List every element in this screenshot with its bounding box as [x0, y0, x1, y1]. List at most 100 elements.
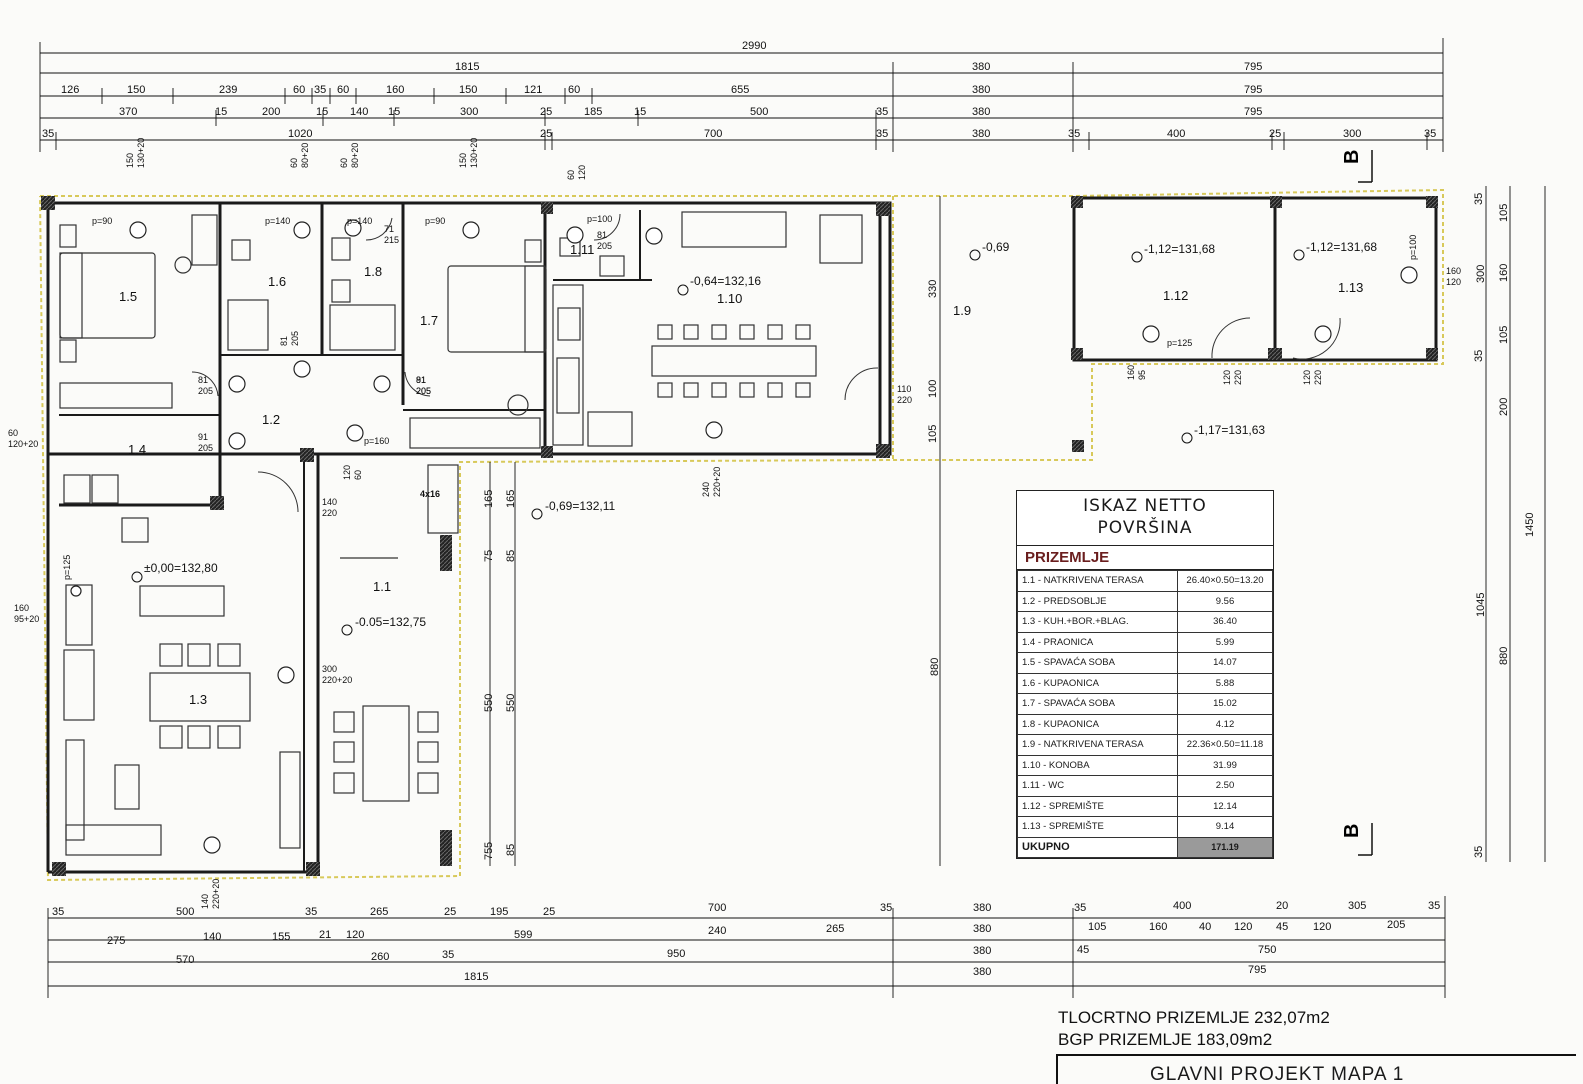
area-row-value: 5.88	[1177, 672, 1273, 694]
dim-label: 795	[1244, 84, 1262, 96]
dim-label: 200	[1498, 398, 1510, 416]
dim-label: 105	[1498, 326, 1510, 344]
bottom-dimensions	[47, 896, 1446, 998]
dim-label: 950	[667, 948, 685, 960]
area-row-name: 1.12 - SPREMIŠTE	[1017, 795, 1178, 817]
interior-dimension-labels: 330 100 105 880 165 165 75 85 550 550 5 …	[483, 193, 1536, 860]
dim-label: 160	[386, 84, 404, 96]
area-table-title-line2: POVRŠINA	[1097, 518, 1193, 538]
area-row-name: 1.7 - SPAVAĆA SOBA	[1017, 693, 1178, 715]
door-spec-line: 81	[597, 230, 607, 240]
window-label: p=140	[265, 216, 290, 226]
room-label: 1.2	[262, 412, 280, 427]
dim-label: 260	[371, 951, 389, 963]
dim-label: 160	[1498, 264, 1510, 282]
dim-label: 35	[1473, 193, 1485, 205]
door-spec-line: 120+20	[8, 439, 38, 449]
area-row-name: 1.2 - PREDSOBLJE	[1017, 590, 1178, 612]
door-spec-line: 205	[198, 386, 213, 396]
dim-label: 35	[876, 128, 888, 140]
door-spec-line: 130+20	[469, 138, 479, 168]
room-label: 1.8	[364, 264, 382, 279]
dim-label: 380	[972, 61, 990, 73]
dim-label: 35	[1424, 128, 1436, 140]
window-markers	[70, 219, 1418, 854]
area-table-title: ISKAZ NETTO POVRŠINA	[1017, 491, 1273, 546]
door-spec-line: 120	[1222, 370, 1232, 385]
dim-label: 300	[1343, 128, 1361, 140]
area-row-value: 12.14	[1177, 795, 1273, 817]
area-row-value: 14.07	[1177, 652, 1273, 674]
door-spec-line: 81	[416, 375, 426, 385]
dim-label: 275	[107, 935, 125, 947]
level-markers: ±0,00=132,80 -0.05=132,75 -0,64=132,16 -…	[131, 240, 1377, 636]
area-row-value: 26.40×0.50=13.20	[1177, 570, 1273, 592]
dim-label: 1450	[1524, 513, 1536, 537]
dim-label: 75	[483, 848, 495, 860]
dim-label: 880	[929, 658, 941, 676]
dim-label: 25	[540, 106, 552, 118]
dim-label: 160	[1149, 921, 1167, 933]
door-spec-line: 205	[597, 241, 612, 251]
area-row-value: 36.40	[1177, 611, 1273, 633]
dim-label: 140	[203, 931, 221, 943]
dim-label: 60	[337, 84, 349, 96]
door-spec-line: 80+20	[350, 143, 360, 168]
area-row-name: 1.6 - KUPAONICA	[1017, 672, 1178, 694]
area-row-name: 1.4 - PRAONICA	[1017, 631, 1178, 653]
door-spec-line: 95+20	[14, 614, 39, 624]
door-spec-line: 110	[897, 384, 911, 394]
dim-label: 35	[305, 906, 317, 918]
dim-label: 240	[708, 925, 726, 937]
dim-label: 400	[1173, 900, 1191, 912]
door-spec-line: 60	[289, 158, 299, 168]
area-table-title-line1: ISKAZ NETTO	[1083, 496, 1207, 516]
window-label: p=160	[364, 436, 389, 446]
dim-label: 205	[1387, 919, 1405, 931]
walls	[46, 196, 1438, 874]
bottom-dimension-labels: 35 500 35 265 25 195 25 700 35 380 35 40…	[52, 900, 1440, 983]
top-dimensions	[39, 38, 1444, 152]
door-spec-line: 160	[1446, 266, 1461, 276]
area-total-value: 171.19	[1177, 836, 1273, 858]
dim-label: 60	[568, 84, 580, 96]
level-label: -1,12=131,68	[1306, 240, 1377, 254]
dim-label: 300	[460, 106, 478, 118]
room-label: 1.11	[570, 242, 594, 257]
door-spec-line: 220	[1313, 370, 1323, 385]
dim-label: 120	[1313, 921, 1331, 933]
dim-label: 35	[52, 906, 64, 918]
dim-label: 15	[316, 106, 328, 118]
dim-label: 85	[505, 844, 517, 856]
door-spec-line: 150	[125, 153, 135, 168]
door-spec-line: 120	[1446, 277, 1461, 287]
dim-label: 330	[927, 280, 939, 298]
dim-label: 795	[1248, 964, 1266, 976]
dim-label: 100	[927, 380, 939, 398]
ground-floor-gross-area: BGP PRIZEMLJE 183,09m2	[1058, 1030, 1273, 1049]
dim-label: 239	[219, 84, 237, 96]
dim-label: 120	[346, 929, 364, 941]
door-spec-line: 95	[1137, 370, 1147, 380]
dim-label: 25	[444, 906, 456, 918]
dim-label: 570	[176, 954, 194, 966]
area-row-name: 1.11 - WC	[1017, 775, 1178, 797]
dim-label: 35	[1428, 900, 1440, 912]
dim-label: 200	[262, 106, 280, 118]
